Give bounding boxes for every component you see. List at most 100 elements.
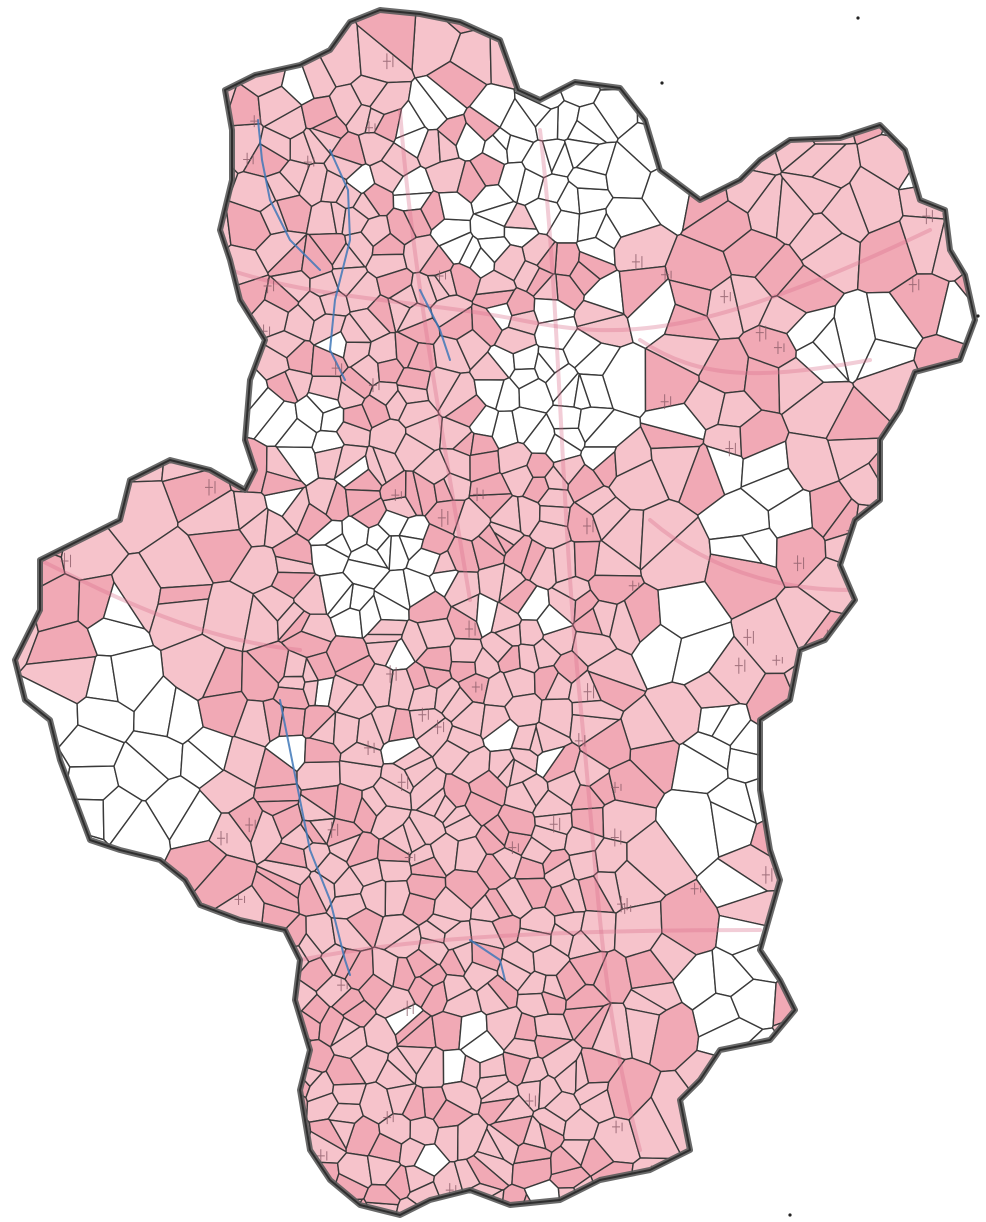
parcel-mark	[908, 277, 920, 293]
parcel-highlighted	[928, 985, 975, 1038]
parcel-highlighted	[489, 1115, 533, 1147]
parcel-highlighted	[851, 1190, 890, 1215]
parcel-highlighted	[39, 868, 79, 918]
parcel-mark	[114, 143, 126, 156]
parcel-highlighted	[129, 1083, 204, 1128]
parcel-mark	[610, 828, 622, 847]
parcel-highlighted	[959, 356, 975, 438]
parcel-highlighted	[830, 961, 880, 1021]
parcel-unhighlighted	[402, 567, 437, 608]
parcel-highlighted	[724, 102, 773, 138]
parcel-highlighted	[123, 1016, 173, 1080]
parcel-mark	[169, 134, 181, 150]
parcel-highlighted	[866, 740, 917, 830]
parcel-mark	[418, 707, 429, 722]
parcel-highlighted	[183, 285, 244, 355]
parcel-highlighted	[137, 1161, 191, 1203]
parcel-highlighted	[15, 941, 33, 1011]
parcel-highlighted	[929, 426, 965, 477]
parcel-highlighted	[868, 992, 912, 1057]
parcel-mark	[437, 509, 449, 527]
parcel-highlighted	[409, 766, 447, 811]
parcel-mark	[853, 873, 865, 889]
parcel-highlighted	[887, 56, 959, 87]
parcel-mark	[574, 733, 586, 749]
parcel-highlighted	[118, 271, 164, 316]
parcel-highlighted	[774, 815, 819, 879]
parcel-highlighted	[76, 1055, 141, 1088]
parcel-mark	[331, 361, 343, 375]
parcel-highlighted	[830, 851, 892, 898]
parcel-mark	[508, 841, 519, 854]
parcel-highlighted	[580, 10, 639, 57]
parcel-highlighted	[15, 279, 53, 340]
parcel-mark	[773, 341, 785, 354]
parcel-highlighted	[405, 661, 431, 691]
parcel-highlighted	[170, 959, 222, 989]
parcel-highlighted	[394, 1009, 432, 1046]
parcel-mark	[60, 552, 72, 570]
parcel-mark	[179, 993, 191, 1012]
parcel-highlighted	[783, 726, 835, 782]
parcel-highlighted	[788, 956, 836, 1014]
parcel-mark	[909, 961, 920, 978]
parcel-highlighted	[935, 1033, 975, 1077]
parcel-highlighted	[94, 1150, 142, 1215]
parcel-highlighted	[168, 322, 216, 375]
parcel-highlighted	[29, 440, 109, 495]
parcel-unhighlighted	[153, 1198, 205, 1215]
parcel-highlighted	[65, 969, 108, 1021]
parcel-unhighlighted	[672, 50, 734, 99]
parcel-highlighted	[157, 268, 214, 324]
parcel-highlighted	[100, 208, 156, 243]
parcel-mark	[660, 394, 672, 410]
parcel-highlighted	[38, 151, 89, 213]
parcel-highlighted	[887, 12, 931, 68]
parcel-highlighted	[858, 1147, 921, 1207]
parcel-mark	[879, 735, 891, 751]
parcel-mark	[250, 115, 261, 128]
parcel-mark	[887, 442, 898, 458]
parcel-highlighted	[866, 595, 944, 684]
parcel-highlighted	[58, 924, 130, 974]
parcel-highlighted	[142, 947, 182, 1027]
parcel-highlighted	[168, 10, 222, 61]
parcel-highlighted	[84, 1157, 134, 1215]
parcel-mark	[75, 475, 87, 487]
parcel-mark	[179, 135, 191, 150]
parcel-unhighlighted	[699, 1106, 750, 1169]
parcel-highlighted	[35, 913, 109, 958]
parcel-mark	[66, 1025, 77, 1042]
parcel-highlighted	[136, 307, 178, 347]
scan-speck	[976, 314, 980, 318]
parcel-highlighted	[489, 494, 522, 533]
parcel-mark	[327, 821, 339, 838]
parcel-mark	[206, 1126, 217, 1143]
parcel-highlighted	[809, 16, 876, 84]
parcel-highlighted	[237, 1185, 286, 1215]
parcel-highlighted	[824, 1085, 888, 1157]
parcel-highlighted	[54, 10, 99, 41]
parcel-highlighted	[15, 1034, 43, 1122]
parcel-mark	[206, 390, 218, 407]
parcel-highlighted	[138, 1045, 208, 1111]
parcel-highlighted	[850, 925, 905, 1001]
parcel-highlighted	[73, 299, 112, 345]
parcel-highlighted	[200, 1093, 262, 1146]
parcel-highlighted	[15, 155, 43, 217]
parcel-highlighted	[961, 10, 975, 57]
parcel-highlighted	[101, 223, 151, 279]
parcel-highlighted	[567, 463, 605, 504]
parcel-highlighted	[493, 326, 538, 355]
parcel-highlighted	[828, 672, 894, 733]
parcel-highlighted	[251, 1003, 295, 1043]
parcel-highlighted	[304, 1185, 339, 1215]
parcel-highlighted	[909, 994, 955, 1060]
parcel-mark	[382, 53, 394, 70]
parcel-highlighted	[26, 940, 64, 999]
parcel-highlighted	[837, 783, 882, 835]
parcel-mark	[465, 620, 476, 638]
parcel-highlighted	[90, 10, 144, 28]
parcel-highlighted	[757, 45, 818, 91]
parcel-highlighted	[30, 963, 69, 1018]
